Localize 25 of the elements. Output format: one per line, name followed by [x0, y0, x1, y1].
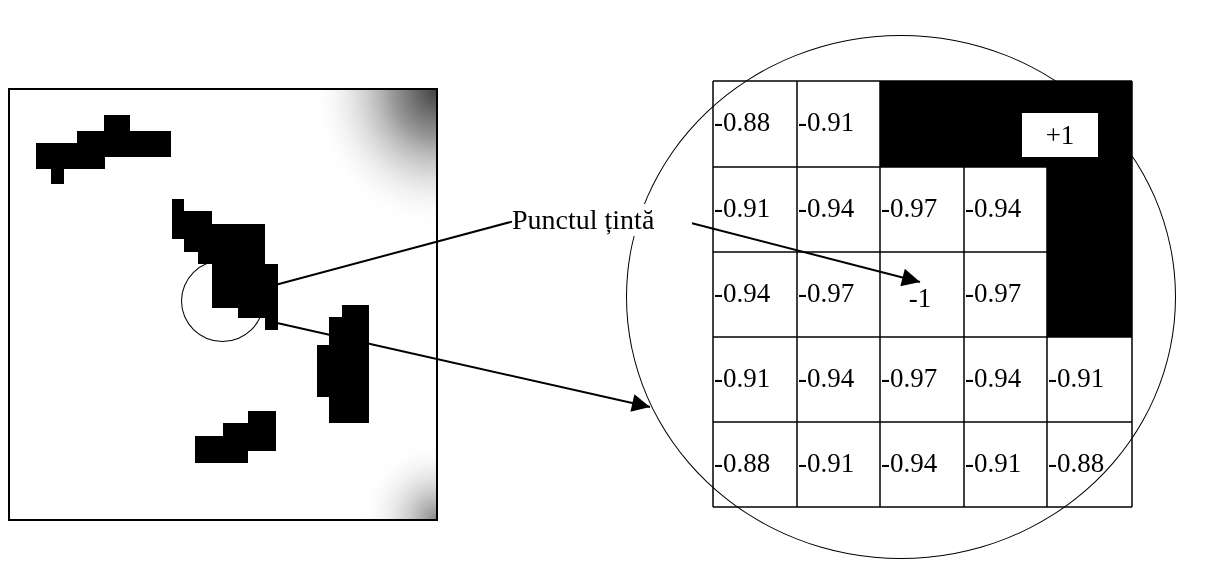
- grid-value: -0.94: [965, 363, 1022, 393]
- grid-value: -0.91: [798, 448, 855, 478]
- grid-value: -0.91: [798, 107, 855, 137]
- grid-value: -0.94: [798, 193, 855, 223]
- target-point-label: Punctul țintă: [512, 204, 692, 236]
- leader-line: [276, 220, 513, 286]
- grid-value: -0.97: [965, 278, 1022, 308]
- grid-value: -0.88: [1048, 448, 1105, 478]
- grid-value: -0.94: [881, 448, 938, 478]
- grid-value: -0.88: [714, 107, 771, 137]
- grid-value: -0.94: [714, 278, 771, 308]
- grid-value: -0.94: [798, 363, 855, 393]
- grid-value: -0.97: [881, 363, 938, 393]
- target-value: +1: [1022, 113, 1098, 157]
- grid-value: -0.91: [965, 448, 1022, 478]
- arrow: [691, 222, 921, 287]
- grid-value: -0.88: [714, 448, 771, 478]
- target-blob: [172, 199, 278, 330]
- grid-value: -0.91: [1048, 363, 1105, 393]
- grid-value: -0.97: [798, 278, 855, 308]
- grid-value: -0.91: [714, 193, 771, 223]
- grid-value: -0.91: [714, 363, 771, 393]
- grid-value: -0.97: [881, 193, 938, 223]
- grid-value: -0.94: [965, 193, 1022, 223]
- target-point-label: -1: [900, 282, 940, 314]
